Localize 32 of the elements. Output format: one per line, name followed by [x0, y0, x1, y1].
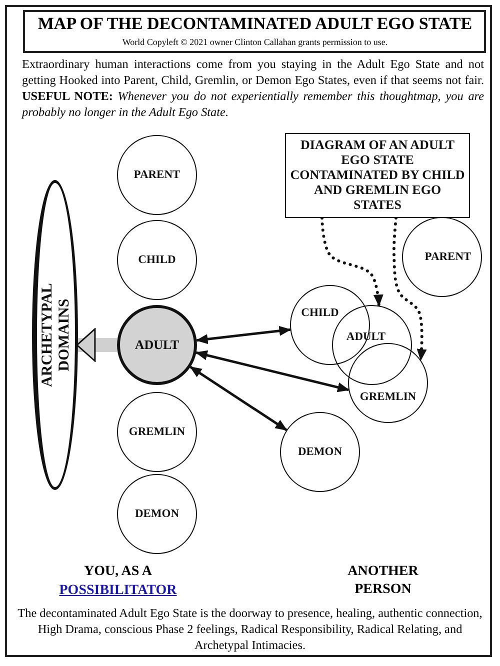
domain-ellipse [32, 180, 78, 490]
intro-paragraph: Extraordinary human interactions come from you staying in the Adult Ego State and not getting Hooked into Parent, Child, Gremlin, or Demon Ego States, even if that seems not fair. USEFUL NOTE: Whenever you do not experientially remember this thoughtmap, you are probably no longer in the Adult Ego State. [22, 57, 484, 120]
title: MAP OF THE DECONTAMINATED ADULT EGO STATE [36, 14, 474, 34]
ego-state-circle [348, 343, 428, 423]
person-label-link: POSSIBILITATOR [58, 582, 178, 600]
dotted-arrow [392, 216, 427, 362]
ego-state-circle [117, 392, 197, 472]
node-label: CHILD [301, 307, 339, 319]
node-label: ARCHETYPAL DOMAINS [40, 282, 72, 389]
node-label: DEMON [134, 508, 180, 520]
double-arrow [196, 326, 292, 344]
dotted-arrow [320, 216, 384, 308]
node-label: PARENT [424, 251, 472, 263]
node-label: GREMLIN [360, 391, 416, 403]
ego-state-circle [117, 135, 197, 215]
double-arrow [195, 350, 350, 392]
ego-state-circle [117, 474, 197, 554]
ego-state-circle [280, 412, 360, 492]
double-arrow [190, 366, 288, 432]
caption: The decontaminated Adult Ego State is the doorway to presence, healing, authentic connection, High Drama, conscious Phase 2 feelings, Radical Responsibility, Radical Relating, and Archetypal Intimacies. [16, 606, 484, 654]
block-arrow [76, 328, 117, 362]
node-label: ADULT [134, 337, 180, 353]
node-label: PARENT [134, 169, 180, 181]
node-label: CHILD [138, 254, 176, 266]
ego-state-circle [117, 220, 197, 300]
copyright-note: World Copyleft © 2021 owner Clinton Callahan grants permission to use. [121, 37, 389, 49]
node-label: GREMLIN [128, 426, 186, 438]
node-label: DIAGRAM OF AN ADULT EGO STATE CONTAMINATED BY CHILD AND GREMLIN EGO STATES [290, 138, 465, 213]
node-label: DEMON [298, 446, 342, 458]
person-label: YOU, AS A [82, 563, 154, 581]
ego-state-circle [402, 217, 482, 297]
person-label: ANOTHER PERSON [346, 563, 420, 600]
